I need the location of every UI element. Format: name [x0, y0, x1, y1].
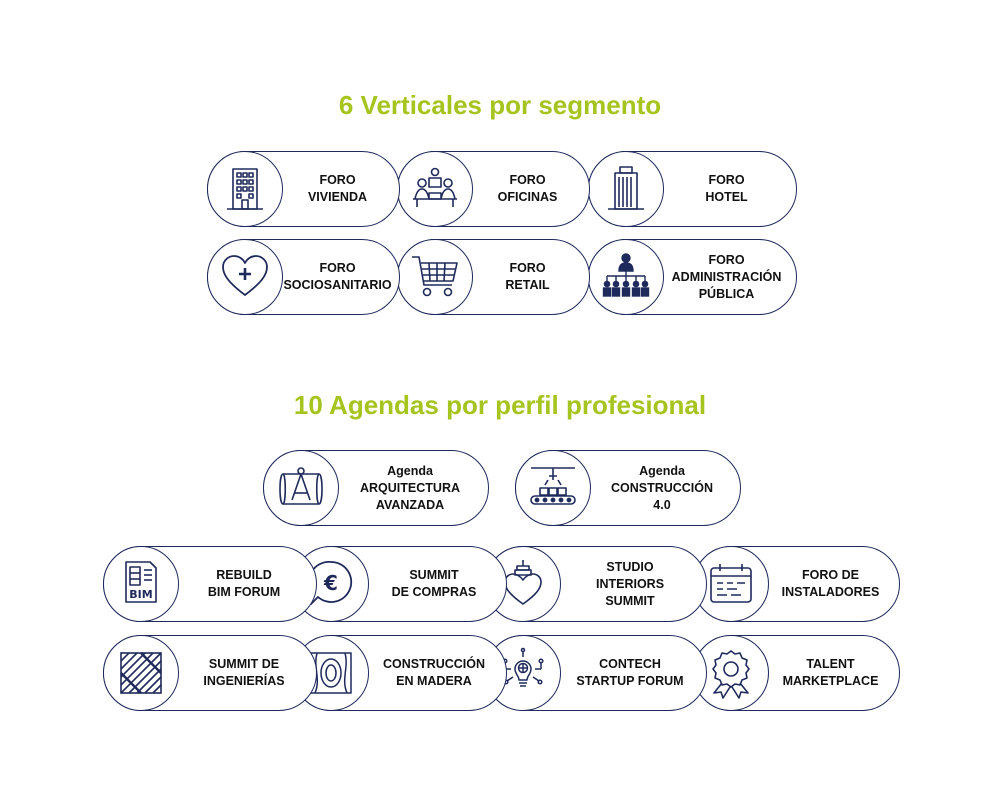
agenda-pill: FORO RETAIL	[396, 238, 590, 315]
pill-label-line: Agenda	[639, 463, 685, 478]
shopping-cart-icon	[396, 238, 473, 315]
pill-label-line: SUMMIT	[605, 593, 655, 608]
agenda-pill: FORO HOTEL	[587, 150, 797, 227]
pill-label-line: FORO	[509, 173, 546, 187]
pill-label-line: STUDIO	[606, 559, 654, 574]
pill-label: FORO SOCIOSANITARIO	[283, 240, 392, 314]
pill-label-line: HOTEL	[705, 190, 748, 204]
pill-label-line: PÚBLICA	[698, 286, 755, 301]
pill-label: FORO DE INSTALADORES	[770, 547, 891, 621]
pill-label: SUMMIT DE COMPRAS	[370, 547, 498, 621]
section-title-verticales: 6 Verticales por segmento	[338, 90, 662, 120]
pill-label-line: FORO	[708, 252, 745, 267]
pill-label-line: FORO	[319, 173, 356, 187]
agenda-pill: FORO ADMINISTRACIÓN PÚBLICA	[587, 238, 797, 315]
pill-label-line: INSTALADORES	[781, 585, 880, 599]
agenda-pill: FORO VIVIENDA	[206, 150, 400, 227]
pill-label: FORO HOTEL	[665, 152, 788, 226]
hatched-square-icon	[102, 634, 179, 711]
pill-label-line: ADMINISTRACIÓN	[671, 269, 782, 284]
building-icon	[206, 150, 283, 227]
pill-label: SUMMIT DE INGENIERÍAS	[180, 636, 308, 710]
agenda-pill: FORO SOCIOSANITARIO	[206, 238, 400, 315]
pill-label-line: SUMMIT DE	[208, 657, 280, 671]
pill-label-line: BIM FORUM	[207, 585, 281, 599]
pill-label-line: SOCIOSANITARIO	[283, 278, 392, 292]
pill-label-line: Agenda	[387, 463, 433, 478]
section-title-agendas: 10 Agendas por perfil profesional	[293, 390, 707, 420]
pill-label-line: DE COMPRAS	[391, 585, 477, 599]
pill-label-line: STARTUP FORUM	[576, 674, 684, 688]
pill-label: FORO OFICINAS	[474, 152, 581, 226]
agenda-pill: SUMMIT DE INGENIERÍAS	[102, 634, 317, 711]
pill-label: CONSTRUCCIÓN EN MADERA	[370, 636, 498, 710]
blueprint-compass-icon	[262, 449, 339, 526]
pill-label-line: MARKETPLACE	[782, 674, 879, 688]
pill-label-line: RETAIL	[505, 278, 550, 292]
agenda-pill: STUDIO INTERIORS SUMMIT	[484, 545, 707, 622]
pill-label-line: CONTECH	[599, 657, 661, 671]
pill-label: FORO RETAIL	[474, 240, 581, 314]
pill-label-line: TALENT	[806, 657, 855, 671]
pill-label-line: FORO DE	[802, 568, 859, 582]
skyscraper-icon	[587, 150, 664, 227]
pill-label: FORO ADMINISTRACIÓN PÚBLICA	[665, 240, 788, 314]
agenda-pill: TALENT MARKETPLACE	[692, 634, 900, 711]
agenda-pill: FORO OFICINAS	[396, 150, 590, 227]
pill-label: STUDIO INTERIORS SUMMIT	[562, 547, 698, 621]
agenda-pill: CONSTRUCCIÓN EN MADERA	[292, 634, 507, 711]
pill-label-line: CONSTRUCCIÓN	[610, 480, 714, 495]
conveyor-robot-icon	[514, 449, 591, 526]
calendar-icon	[692, 545, 769, 622]
bim-document-icon: BIM	[102, 545, 179, 622]
pill-label-line: INTERIORS	[595, 576, 665, 591]
agenda-pill: CONTECH STARTUP FORUM	[484, 634, 707, 711]
pill-label-line: FORO	[708, 173, 745, 187]
agenda-pill: FORO DE INSTALADORES	[692, 545, 900, 622]
pill-label-line: EN MADERA	[396, 674, 472, 688]
pill-label-line: REBUILD	[216, 568, 272, 582]
org-chart-icon	[587, 238, 664, 315]
pill-label-line: FORO	[509, 261, 546, 275]
agenda-pill: REBUILD BIM FORUM BIM	[102, 545, 317, 622]
pill-label-line: ARQUITECTURA	[360, 480, 460, 495]
heart-plus-icon	[206, 238, 283, 315]
pill-label: CONTECH STARTUP FORUM	[562, 636, 698, 710]
pill-label-line: OFICINAS	[497, 190, 558, 204]
pill-label-line: CONSTRUCCIÓN	[382, 657, 486, 671]
pill-label: FORO VIVIENDA	[284, 152, 391, 226]
meeting-icon	[396, 150, 473, 227]
pill-label: TALENT MARKETPLACE	[770, 636, 891, 710]
pill-label: REBUILD BIM FORUM	[180, 547, 308, 621]
agenda-pill: SUMMIT DE COMPRAS €	[292, 545, 507, 622]
svg-text:BIM: BIM	[129, 588, 152, 601]
pill-label-line: AVANZADA	[375, 497, 445, 512]
pill-label-line: SUMMIT	[409, 568, 459, 582]
pill-label-line: 4.0	[653, 497, 671, 512]
pill-label-line: INGENIERÍAS	[203, 674, 285, 688]
svg-text:€: €	[323, 571, 338, 595]
pill-label-line: VIVIENDA	[307, 190, 368, 204]
pill-label-line: FORO	[319, 261, 356, 275]
